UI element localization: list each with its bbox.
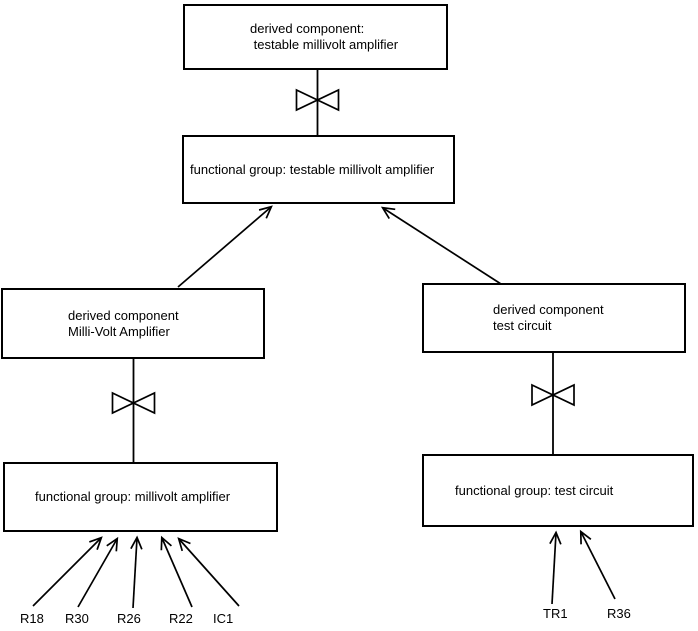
arrow-derived-tc-to-functional-testable <box>380 206 502 285</box>
node-label: functional group: test circuit <box>455 482 614 498</box>
node-label: derived component Milli-Volt Amplifier <box>68 307 179 339</box>
arrow-r26-to-functional-mv <box>130 535 143 609</box>
component-label-r22: R22 <box>169 611 193 626</box>
node-label: derived component: testable millivolt am… <box>250 21 399 52</box>
component-label-r36: R36 <box>607 606 631 621</box>
arrow-r30-to-functional-mv <box>77 536 119 608</box>
node-label: derived component test circuit <box>493 302 604 333</box>
node-derived-component-milli-volt-amplifier: derived component Milli-Volt Amplifier <box>1 288 265 359</box>
component-label-r30: R30 <box>65 611 89 626</box>
component-label-r26: R26 <box>117 611 141 626</box>
arrow-r18-to-functional-mv <box>32 536 103 607</box>
bowtie-refinement-icon-left <box>111 391 156 415</box>
arrow-ic1-to-functional-mv <box>177 537 240 607</box>
bowtie-refinement-icon-top <box>295 88 340 112</box>
component-label-ic1: IC1 <box>213 611 234 626</box>
node-label: functional group: testable millivolt amp… <box>190 161 435 177</box>
node-functional-group-testable-millivolt-amplifier: functional group: testable millivolt amp… <box>182 135 455 204</box>
arrow-r22-to-functional-mv <box>160 535 193 608</box>
arrow-derived-mv-to-functional-testable <box>177 205 273 288</box>
node-functional-group-test-circuit: functional group: test circuit <box>422 454 694 527</box>
arrow-r36-to-functional-tc <box>579 529 616 600</box>
node-label: functional group: millivolt amplifier <box>35 489 231 504</box>
node-derived-component-testable-millivolt-amplifier: derived component: testable millivolt am… <box>183 4 448 70</box>
node-derived-component-test-circuit: derived component test circuit <box>422 283 686 353</box>
bowtie-refinement-icon-right <box>531 383 575 407</box>
component-label-tr1: TR1 <box>543 606 568 621</box>
node-functional-group-millivolt-amplifier: functional group: millivolt amplifier <box>3 462 278 532</box>
arrow-tr1-to-functional-tc <box>549 530 562 605</box>
component-label-r18: R18 <box>20 611 44 626</box>
